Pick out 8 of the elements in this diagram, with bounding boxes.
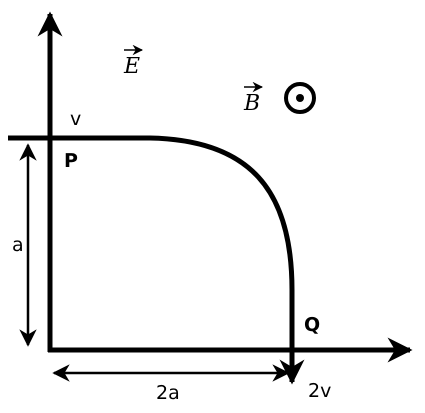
point-label: P [64,152,78,171]
vector-label: B [244,93,260,115]
velocity-label: 2v [308,382,332,401]
point-label: Q [304,316,320,335]
dimension-label: a [12,236,24,255]
velocity-label: v [70,110,82,129]
vector-label: E [124,56,140,78]
dimension-label: 2a [156,384,180,403]
